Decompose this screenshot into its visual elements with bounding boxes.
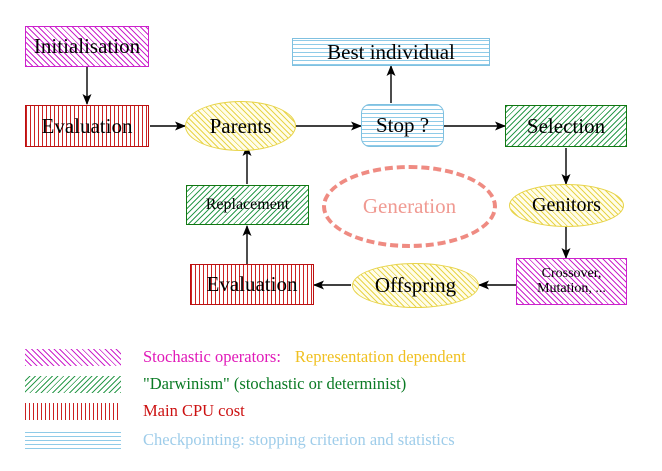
node-evaluation-bottom[interactable]: Evaluation bbox=[190, 264, 314, 305]
node-parents-label: Parents bbox=[209, 113, 272, 138]
node-replacement[interactable]: Replacement bbox=[186, 185, 309, 225]
legend-swatch-red-vertical-hatch bbox=[25, 402, 121, 420]
legend-row-darwinism: "Darwinism" (stochastic or determinist) bbox=[25, 374, 406, 394]
legend-swatch-blue-horizontal-hatch bbox=[25, 431, 121, 449]
node-crossover-label-line1: Crossover, bbox=[541, 265, 602, 281]
node-replacement-label: Replacement bbox=[205, 195, 290, 213]
node-initialisation[interactable]: Initialisation bbox=[25, 26, 149, 67]
node-genitors-label: Genitors bbox=[532, 194, 601, 216]
legend-row-cpu-cost: Main CPU cost bbox=[25, 401, 245, 421]
generation-label: Generation bbox=[362, 194, 457, 218]
legend-row-checkpointing: Checkpointing: stopping criterion and st… bbox=[25, 430, 455, 450]
node-crossover-mutation[interactable]: Crossover, Mutation, ... bbox=[516, 258, 627, 305]
node-evaluation-bottom-label: Evaluation bbox=[206, 272, 298, 297]
node-crossover-label-line2: Mutation, ... bbox=[537, 280, 606, 296]
node-evaluation-top-label: Evaluation bbox=[41, 113, 133, 138]
node-parents[interactable]: Parents bbox=[185, 101, 296, 151]
legend-row-stochastic: Stochastic operators: Representation dep… bbox=[25, 347, 466, 367]
legend-label-stochastic-operators: Stochastic operators: bbox=[143, 347, 281, 366]
generation-cycle-annotation: Generation bbox=[322, 165, 497, 248]
node-offspring-label: Offspring bbox=[374, 273, 457, 298]
node-genitors[interactable]: Genitors bbox=[509, 184, 624, 227]
legend-label-main-cpu-cost: Main CPU cost bbox=[143, 401, 245, 420]
node-best-individual-label: Best individual bbox=[327, 39, 455, 64]
node-selection-label: Selection bbox=[526, 113, 606, 138]
legend-swatch-green-diagonal-hatch bbox=[25, 375, 121, 393]
legend-label-darwinism: "Darwinism" (stochastic or determinist) bbox=[143, 374, 407, 393]
legend-label-checkpointing: Checkpointing: stopping criterion and st… bbox=[143, 430, 455, 449]
node-stop-label: Stop ? bbox=[375, 113, 430, 138]
node-initialisation-label: Initialisation bbox=[33, 34, 141, 59]
node-evaluation-top[interactable]: Evaluation bbox=[25, 105, 149, 147]
node-stop[interactable]: Stop ? bbox=[361, 104, 444, 147]
legend-swatch-magenta-diagonal-hatch bbox=[25, 348, 121, 366]
node-best-individual[interactable]: Best individual bbox=[292, 38, 490, 66]
node-selection[interactable]: Selection bbox=[505, 105, 627, 147]
node-offspring[interactable]: Offspring bbox=[352, 263, 479, 308]
legend-label-representation-dependent: Representation dependent bbox=[294, 347, 466, 366]
